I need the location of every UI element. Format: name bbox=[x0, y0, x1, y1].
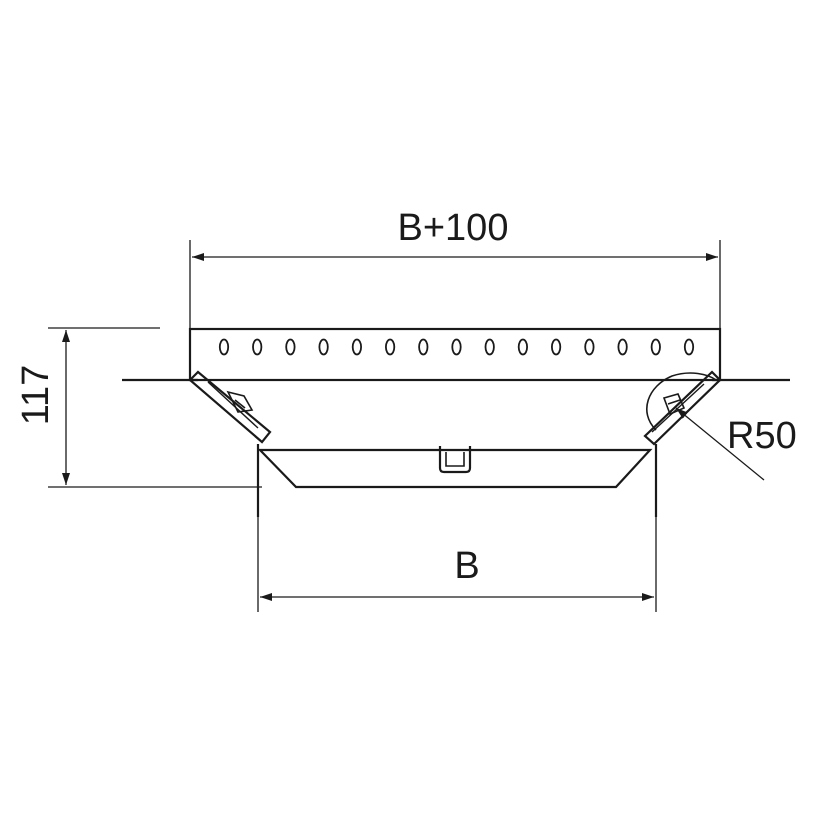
slot-hole bbox=[484, 338, 495, 356]
slot-hole bbox=[285, 338, 296, 356]
tray-flange bbox=[188, 327, 722, 382]
slot-hole bbox=[550, 338, 562, 356]
dimension-radius: R50 bbox=[675, 407, 797, 481]
center-clip-inner bbox=[445, 452, 465, 467]
dimension-overall-width: B+100 bbox=[189, 207, 721, 328]
slot-hole bbox=[418, 338, 429, 356]
label-inner-width: B bbox=[454, 545, 479, 587]
arm-right bbox=[643, 370, 722, 446]
slot-hole bbox=[617, 338, 628, 356]
slot-hole bbox=[683, 338, 695, 356]
slot-row bbox=[218, 338, 695, 356]
label-radius: R50 bbox=[727, 415, 797, 457]
slot-hole bbox=[252, 338, 263, 356]
cable-tray-part bbox=[122, 327, 790, 517]
slot-hole bbox=[584, 338, 595, 356]
slot-hole bbox=[218, 338, 230, 356]
slot-hole bbox=[351, 338, 362, 356]
label-height: 117 bbox=[15, 365, 57, 426]
radius-leader-line bbox=[675, 407, 765, 481]
label-overall-width: B+100 bbox=[398, 207, 509, 249]
slot-hole bbox=[650, 338, 661, 356]
tray-bottom bbox=[257, 448, 653, 489]
slot-hole bbox=[318, 338, 329, 356]
slot-hole bbox=[384, 338, 396, 356]
center-clip bbox=[438, 446, 472, 474]
slot-hole bbox=[517, 338, 529, 356]
dimension-height: 117 bbox=[15, 327, 262, 488]
dimension-inner-width: B bbox=[257, 450, 657, 612]
slot-hole bbox=[451, 338, 462, 356]
arm-left bbox=[188, 370, 272, 444]
